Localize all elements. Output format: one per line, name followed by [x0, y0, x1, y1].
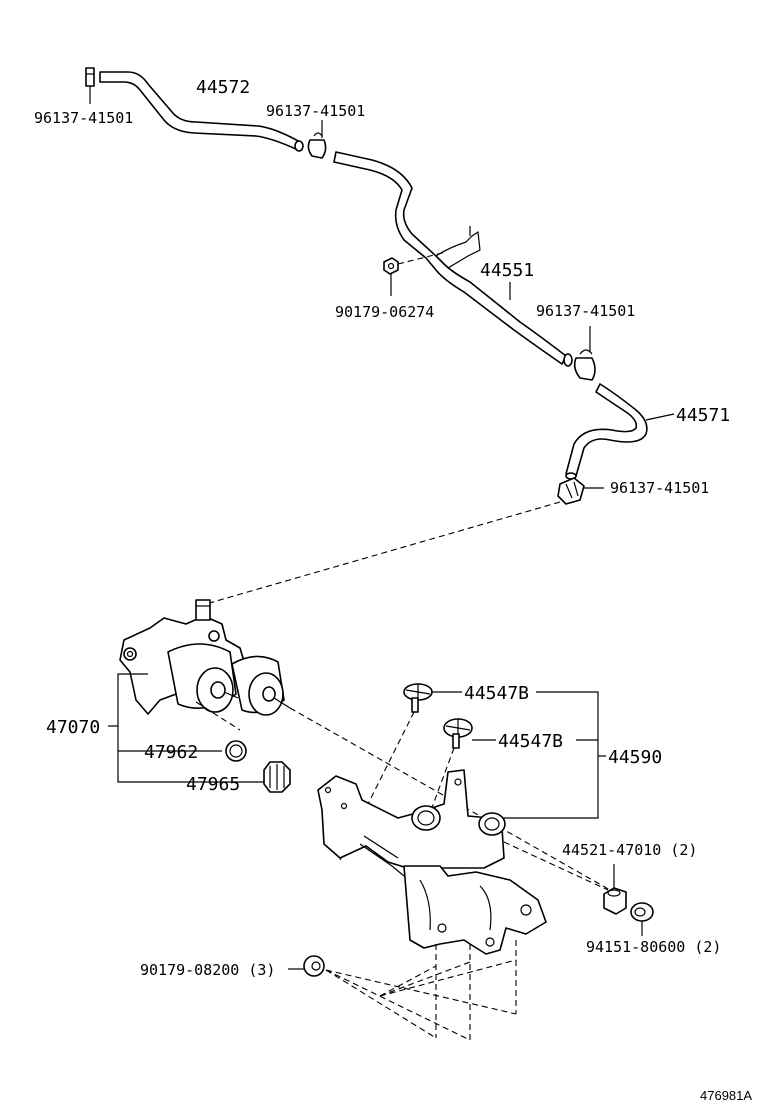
- label-bolt-44547b-a: 44547B: [464, 683, 529, 704]
- mounting-guides: [325, 841, 609, 1041]
- clip-top-left[interactable]: [85, 67, 95, 104]
- label-bolt-44547b-b: 44547B: [498, 731, 563, 752]
- label-cap-47965: 47965: [186, 774, 240, 795]
- label-hose-44572: 44572: [196, 77, 250, 98]
- label-bushing-44521-47010: 44521-47010 (2): [562, 841, 697, 859]
- label-nut-90179-06274: 90179-06274: [335, 303, 434, 321]
- pipe-44551[interactable]: [333, 151, 573, 367]
- route-line: [205, 501, 561, 605]
- bolt-44547b-upper[interactable]: [339, 683, 462, 861]
- label-clip-lower: 96137-41501: [610, 479, 709, 497]
- label-clip-mid: 96137-41501: [536, 302, 635, 320]
- bracket-group-44590: [500, 691, 606, 819]
- clip-mid[interactable]: [573, 326, 596, 381]
- valve-assy-47070[interactable]: [119, 599, 611, 891]
- figure-code: 476981A: [700, 1088, 752, 1103]
- collar-94151-80600[interactable]: [630, 902, 654, 936]
- hose-44572[interactable]: [99, 71, 304, 152]
- hose-44571[interactable]: [565, 383, 675, 480]
- label-valve-47070: 47070: [46, 717, 100, 738]
- label-bracket-44590: 44590: [608, 747, 662, 768]
- label-clip-upper: 96137-41501: [266, 102, 365, 120]
- nut-90179-08200[interactable]: [288, 955, 325, 977]
- valve-group-bracket: [108, 673, 266, 783]
- bushing-44521-47010[interactable]: [603, 864, 627, 915]
- nut-90179-06274[interactable]: [383, 251, 447, 296]
- bracket-44590[interactable]: [317, 769, 547, 955]
- cap-47965[interactable]: [263, 761, 291, 793]
- label-clip-top-left: 96137-41501: [34, 109, 133, 127]
- label-pipe-44551: 44551: [480, 260, 534, 281]
- clip-lower[interactable]: [557, 477, 604, 505]
- label-collar-94151-80600: 94151-80600 (2): [586, 938, 721, 956]
- label-hose-44571: 44571: [676, 405, 730, 426]
- label-nut-90179-08200: 90179-08200 (3): [140, 961, 275, 979]
- oring-47962[interactable]: [225, 740, 247, 762]
- clip-upper[interactable]: [307, 120, 327, 159]
- label-oring-47962: 47962: [144, 742, 198, 763]
